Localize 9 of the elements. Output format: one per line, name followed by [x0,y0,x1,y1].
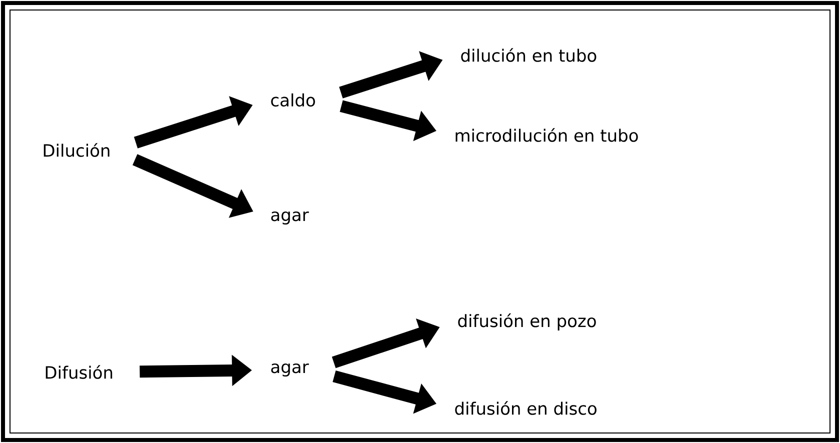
label-text: dilución en tubo [461,48,596,62]
label-text: difusión en pozo [458,313,596,331]
label-text: agar [271,363,309,376]
label-text: difusión en disco [455,401,596,415]
label-text: Difusión [46,365,112,379]
label-text: microdilución en tubo [456,128,638,142]
label-text: caldo [271,93,315,107]
label-text: Dilución [44,143,110,157]
label-text: agar [271,211,309,225]
